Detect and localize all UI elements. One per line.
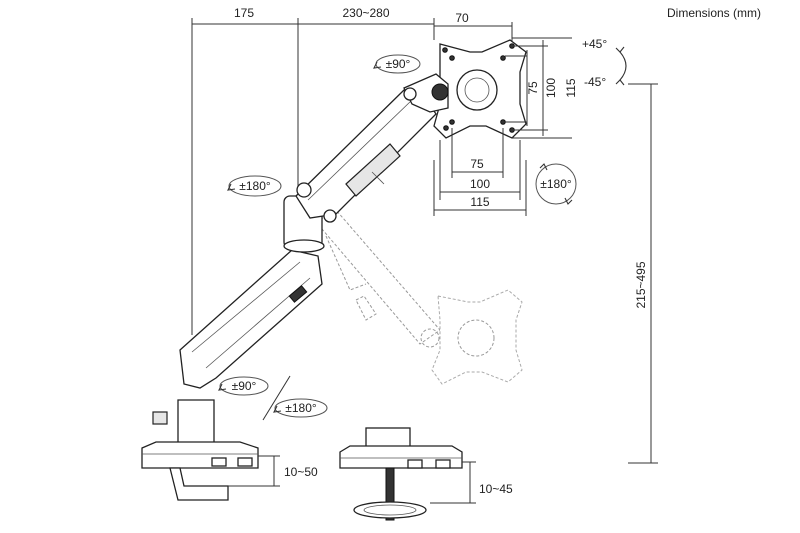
- vesa-vertical-dimensions: [505, 37, 572, 139]
- desk-clamp: [141, 441, 280, 501]
- dim-vesa-h-inner: 75: [526, 81, 540, 95]
- rotation-base-rotation-icon: [273, 398, 328, 418]
- angle-head-swivel: ±90°: [386, 57, 411, 71]
- dim-vesa-w-outer: 115: [470, 195, 489, 209]
- diagram-title: Dimensions (mm): [667, 6, 761, 20]
- divider-slash: [262, 375, 291, 421]
- tilt-arrow-icon: [619, 51, 627, 81]
- dim-vesa-h-mid: 100: [544, 78, 558, 98]
- dim-vesa-w-inner: 75: [470, 157, 484, 171]
- height-dimension: [628, 83, 658, 464]
- dim-vesa-w-mid: 100: [470, 177, 490, 191]
- rotation-base-icon: [218, 376, 269, 396]
- angle-arm-swivel: ±180°: [239, 179, 271, 193]
- rotation-head-icon: [373, 54, 421, 74]
- angle-base-swivel: ±90°: [232, 379, 257, 393]
- angle-base-rotation: ±180°: [285, 401, 317, 415]
- vesa-plate: [433, 39, 527, 139]
- dim-height-range: 215~495: [634, 261, 648, 308]
- angle-rotation: ±180°: [540, 177, 572, 191]
- dim-reach-arm: 230~280: [342, 6, 389, 20]
- dim-grommet-range: 10~45: [479, 482, 513, 496]
- monitor-arm: [152, 73, 449, 447]
- rotation-panel-icon: [535, 163, 577, 205]
- grommet-mount: [339, 427, 476, 521]
- dim-mount-depth: 70: [455, 11, 469, 25]
- ghost-arm-position: [315, 209, 523, 385]
- dim-reach-base: 175: [234, 6, 254, 20]
- angle-tilt-up: +45°: [582, 37, 607, 51]
- dim-vesa-h-outer: 115: [564, 78, 578, 97]
- dim-clamp-range: 10~50: [284, 465, 318, 479]
- rotation-arm-icon: [227, 175, 282, 197]
- top-dimension-lines: [191, 18, 513, 335]
- vesa-horizontal-dimensions: [433, 128, 527, 216]
- angle-tilt-down: -45°: [584, 75, 606, 89]
